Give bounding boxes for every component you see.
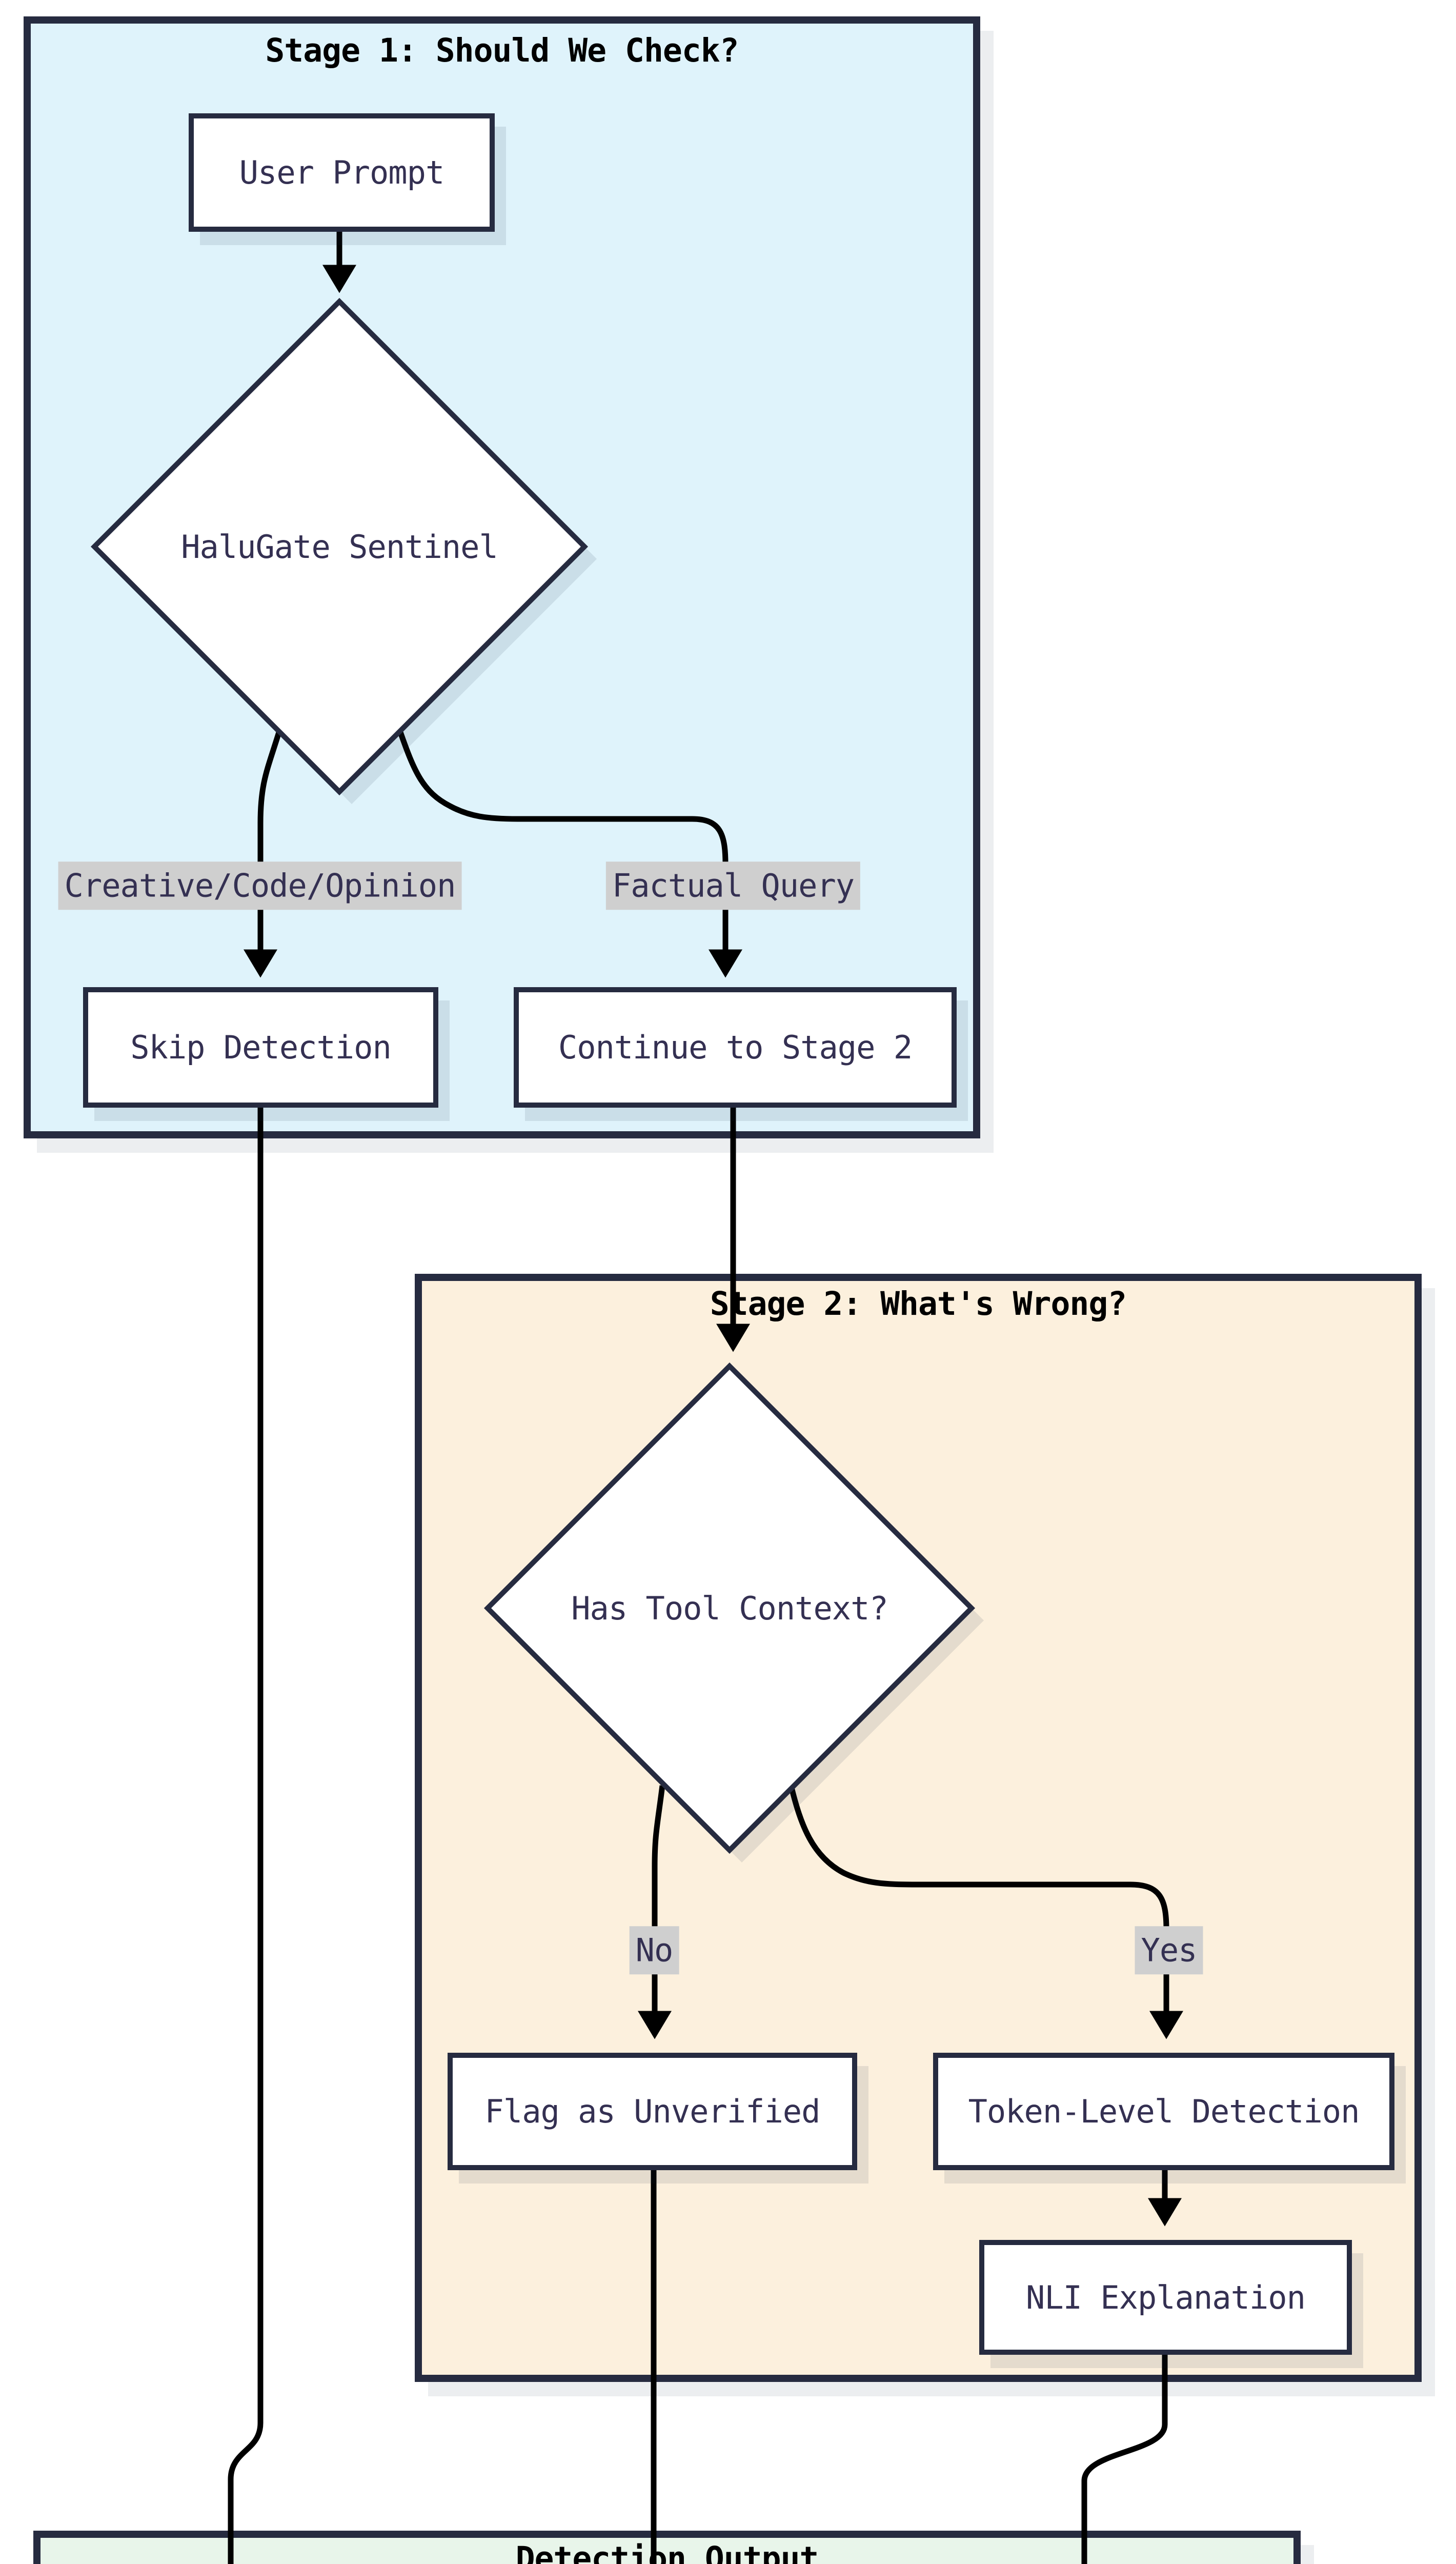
node-token-level-label: Token-Level Detection [968,2093,1360,2130]
edge-label-no: No [629,1926,679,1974]
node-nli-explanation: NLI Explanation [979,2240,1352,2355]
node-continue-stage2-label: Continue to Stage 2 [558,1029,913,1066]
edge-label-yes: Yes [1135,1926,1203,1974]
node-user-prompt: User Prompt [189,113,495,232]
edge-label-creative-code-opinion: Creative/Code/Opinion [58,862,462,910]
stage1-title: Stage 1: Should We Check? [265,32,739,69]
edge-skip-detection-to-pass-through [228,1108,264,2564]
node-flag-unverified-label: Flag as Unverified [484,2093,821,2130]
node-token-level: Token-Level Detection [933,2053,1394,2170]
node-skip-detection: Skip Detection [83,987,438,1108]
stage1-container: Stage 1: Should We Check? [24,16,980,1138]
output-title: Detection Output [515,2540,819,2564]
node-nli-explanation-label: NLI Explanation [1026,2278,1306,2316]
node-continue-stage2: Continue to Stage 2 [514,987,957,1108]
stage2-container: Stage 2: What's Wrong? [415,1274,1422,2382]
node-user-prompt-label: User Prompt [239,154,445,191]
node-skip-detection-label: Skip Detection [130,1029,392,1066]
stage2-title: Stage 2: What's Wrong? [710,1285,1127,1323]
output-container: Detection Output [33,2531,1301,2564]
node-flag-unverified: Flag as Unverified [448,2053,857,2170]
edge-label-factual-query: Factual Query [605,862,861,910]
